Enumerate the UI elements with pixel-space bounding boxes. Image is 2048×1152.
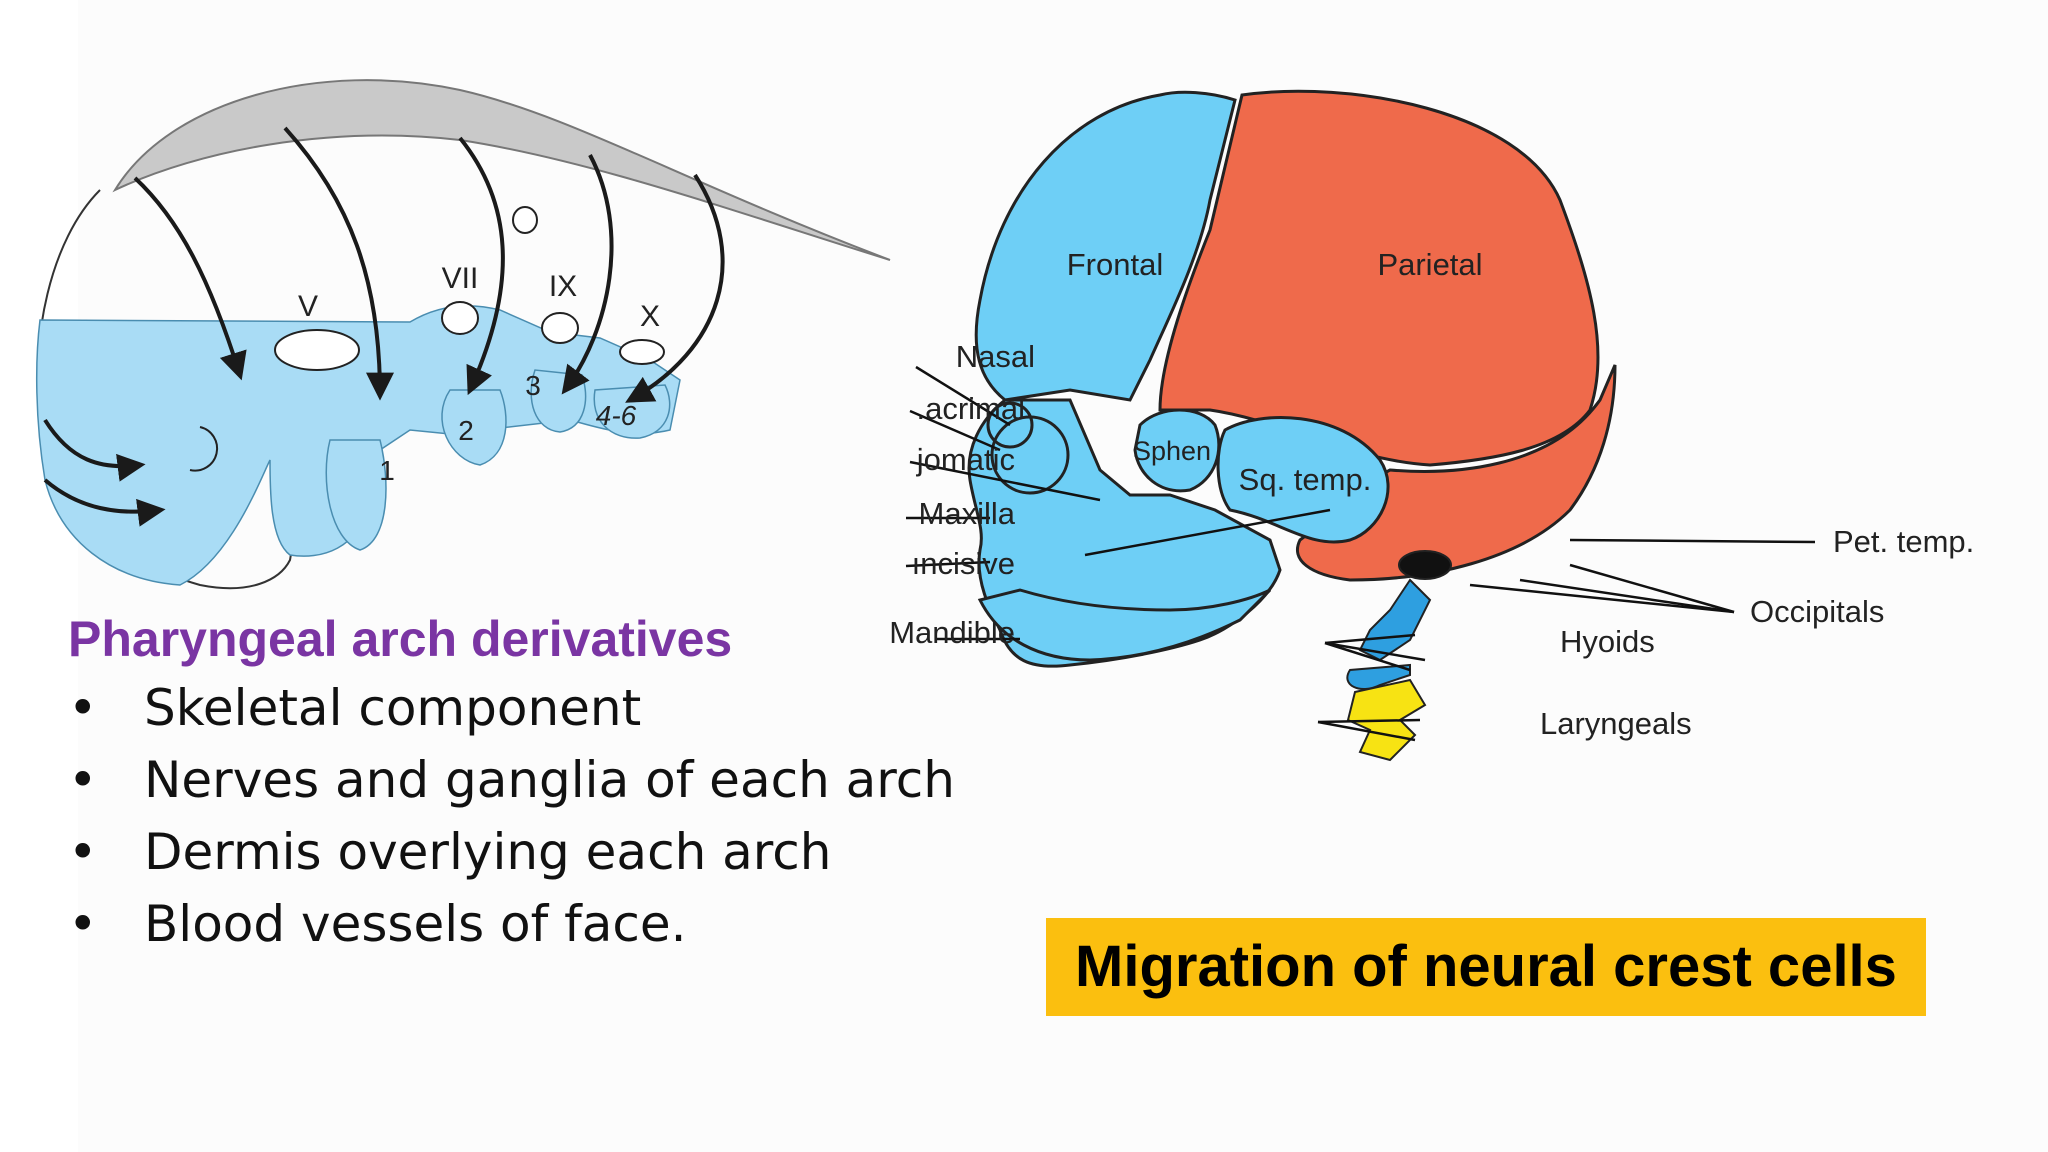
- hyoid-bones: [1346, 578, 1432, 690]
- migration-banner: Migration of neural crest cells: [1046, 918, 1926, 1016]
- derivatives-list: • Skeletal component • Nerves and ganglia …: [68, 672, 955, 960]
- bullet-icon: •: [68, 895, 98, 953]
- label-pointer-lines: [905, 365, 1816, 742]
- laryngeals-label: Laryngeals: [1540, 706, 1692, 741]
- migration-arrows: [43, 126, 725, 527]
- lacrimal-label: .acrimal: [916, 391, 1025, 426]
- derivative-text: Skeletal component: [144, 679, 642, 737]
- zygomatic-label: јomatic: [916, 442, 1015, 477]
- nerve-label-vii: VII: [442, 262, 479, 295]
- otic-vesicle: [512, 206, 538, 234]
- nerve-label-ix: IX: [549, 270, 577, 303]
- arch-label-2: 2: [458, 415, 474, 446]
- derivative-item: • Nerves and ganglia of each arch: [68, 744, 955, 816]
- incisive-label: ıncisive: [912, 546, 1015, 581]
- hyoids-label: Hyoids: [1560, 624, 1655, 659]
- arch-2: [441, 389, 507, 466]
- arch-1: [325, 439, 387, 551]
- sq-temp-label: Sq. temp.: [1239, 462, 1372, 497]
- parietal-label: Parietal: [1377, 247, 1482, 282]
- maxilla-label: Maxilla: [919, 496, 1016, 531]
- derivatives-title: Pharyngeal arch derivatives: [68, 611, 733, 667]
- mandible-bone: [977, 588, 1272, 662]
- pet-temp-label: Pet. temp.: [1833, 524, 1974, 559]
- skull-neural-crest-diagram: Frontal Parietal Sphen Sq. temp. Nasal .…: [889, 89, 1974, 762]
- ganglion-x: [619, 339, 665, 365]
- bullet-icon: •: [68, 823, 98, 881]
- derivative-item: • Blood vessels of face.: [68, 888, 955, 960]
- eye-placode: [189, 426, 219, 472]
- nasal-label: Nasal: [956, 339, 1035, 374]
- derivative-text: Blood vessels of face.: [144, 895, 687, 953]
- derivative-text: Nerves and ganglia of each arch: [144, 751, 955, 809]
- sphen-label: Sphen: [1133, 436, 1211, 466]
- squamous-temporal-bone: [1216, 416, 1390, 544]
- sphenoid-bone: [1133, 408, 1221, 493]
- nerve-label-v: V: [298, 290, 318, 323]
- ganglion-v: [274, 329, 360, 371]
- tympanic-ring: [1398, 550, 1452, 580]
- derivative-item: • Skeletal component: [68, 672, 955, 744]
- arch-label-3: 3: [525, 370, 541, 401]
- nasal-outline: [986, 401, 1034, 449]
- derivative-item: • Dermis overlying each arch: [68, 816, 955, 888]
- nerve-label-x: X: [640, 300, 660, 333]
- bullet-icon: •: [68, 679, 98, 737]
- occipital-bone: [1296, 364, 1617, 582]
- bullet-icon: •: [68, 751, 98, 809]
- neural-crest-band: [112, 79, 891, 261]
- ganglion-ix: [541, 312, 579, 344]
- frontal-label: Frontal: [1067, 247, 1163, 282]
- arch-label-1: 1: [379, 455, 395, 486]
- arch-label-4-6: 4-6: [596, 400, 637, 431]
- derivative-text: Dermis overlying each arch: [144, 823, 832, 881]
- occipitals-label: Occipitals: [1750, 594, 1884, 629]
- mandible-label: Mandible: [889, 615, 1015, 650]
- pharyngeal-arch-embryo-diagram: V VII IX X 1 2 3 4-6: [35, 79, 891, 590]
- parietal-bone: [1158, 89, 1600, 467]
- ganglion-vii: [441, 301, 479, 335]
